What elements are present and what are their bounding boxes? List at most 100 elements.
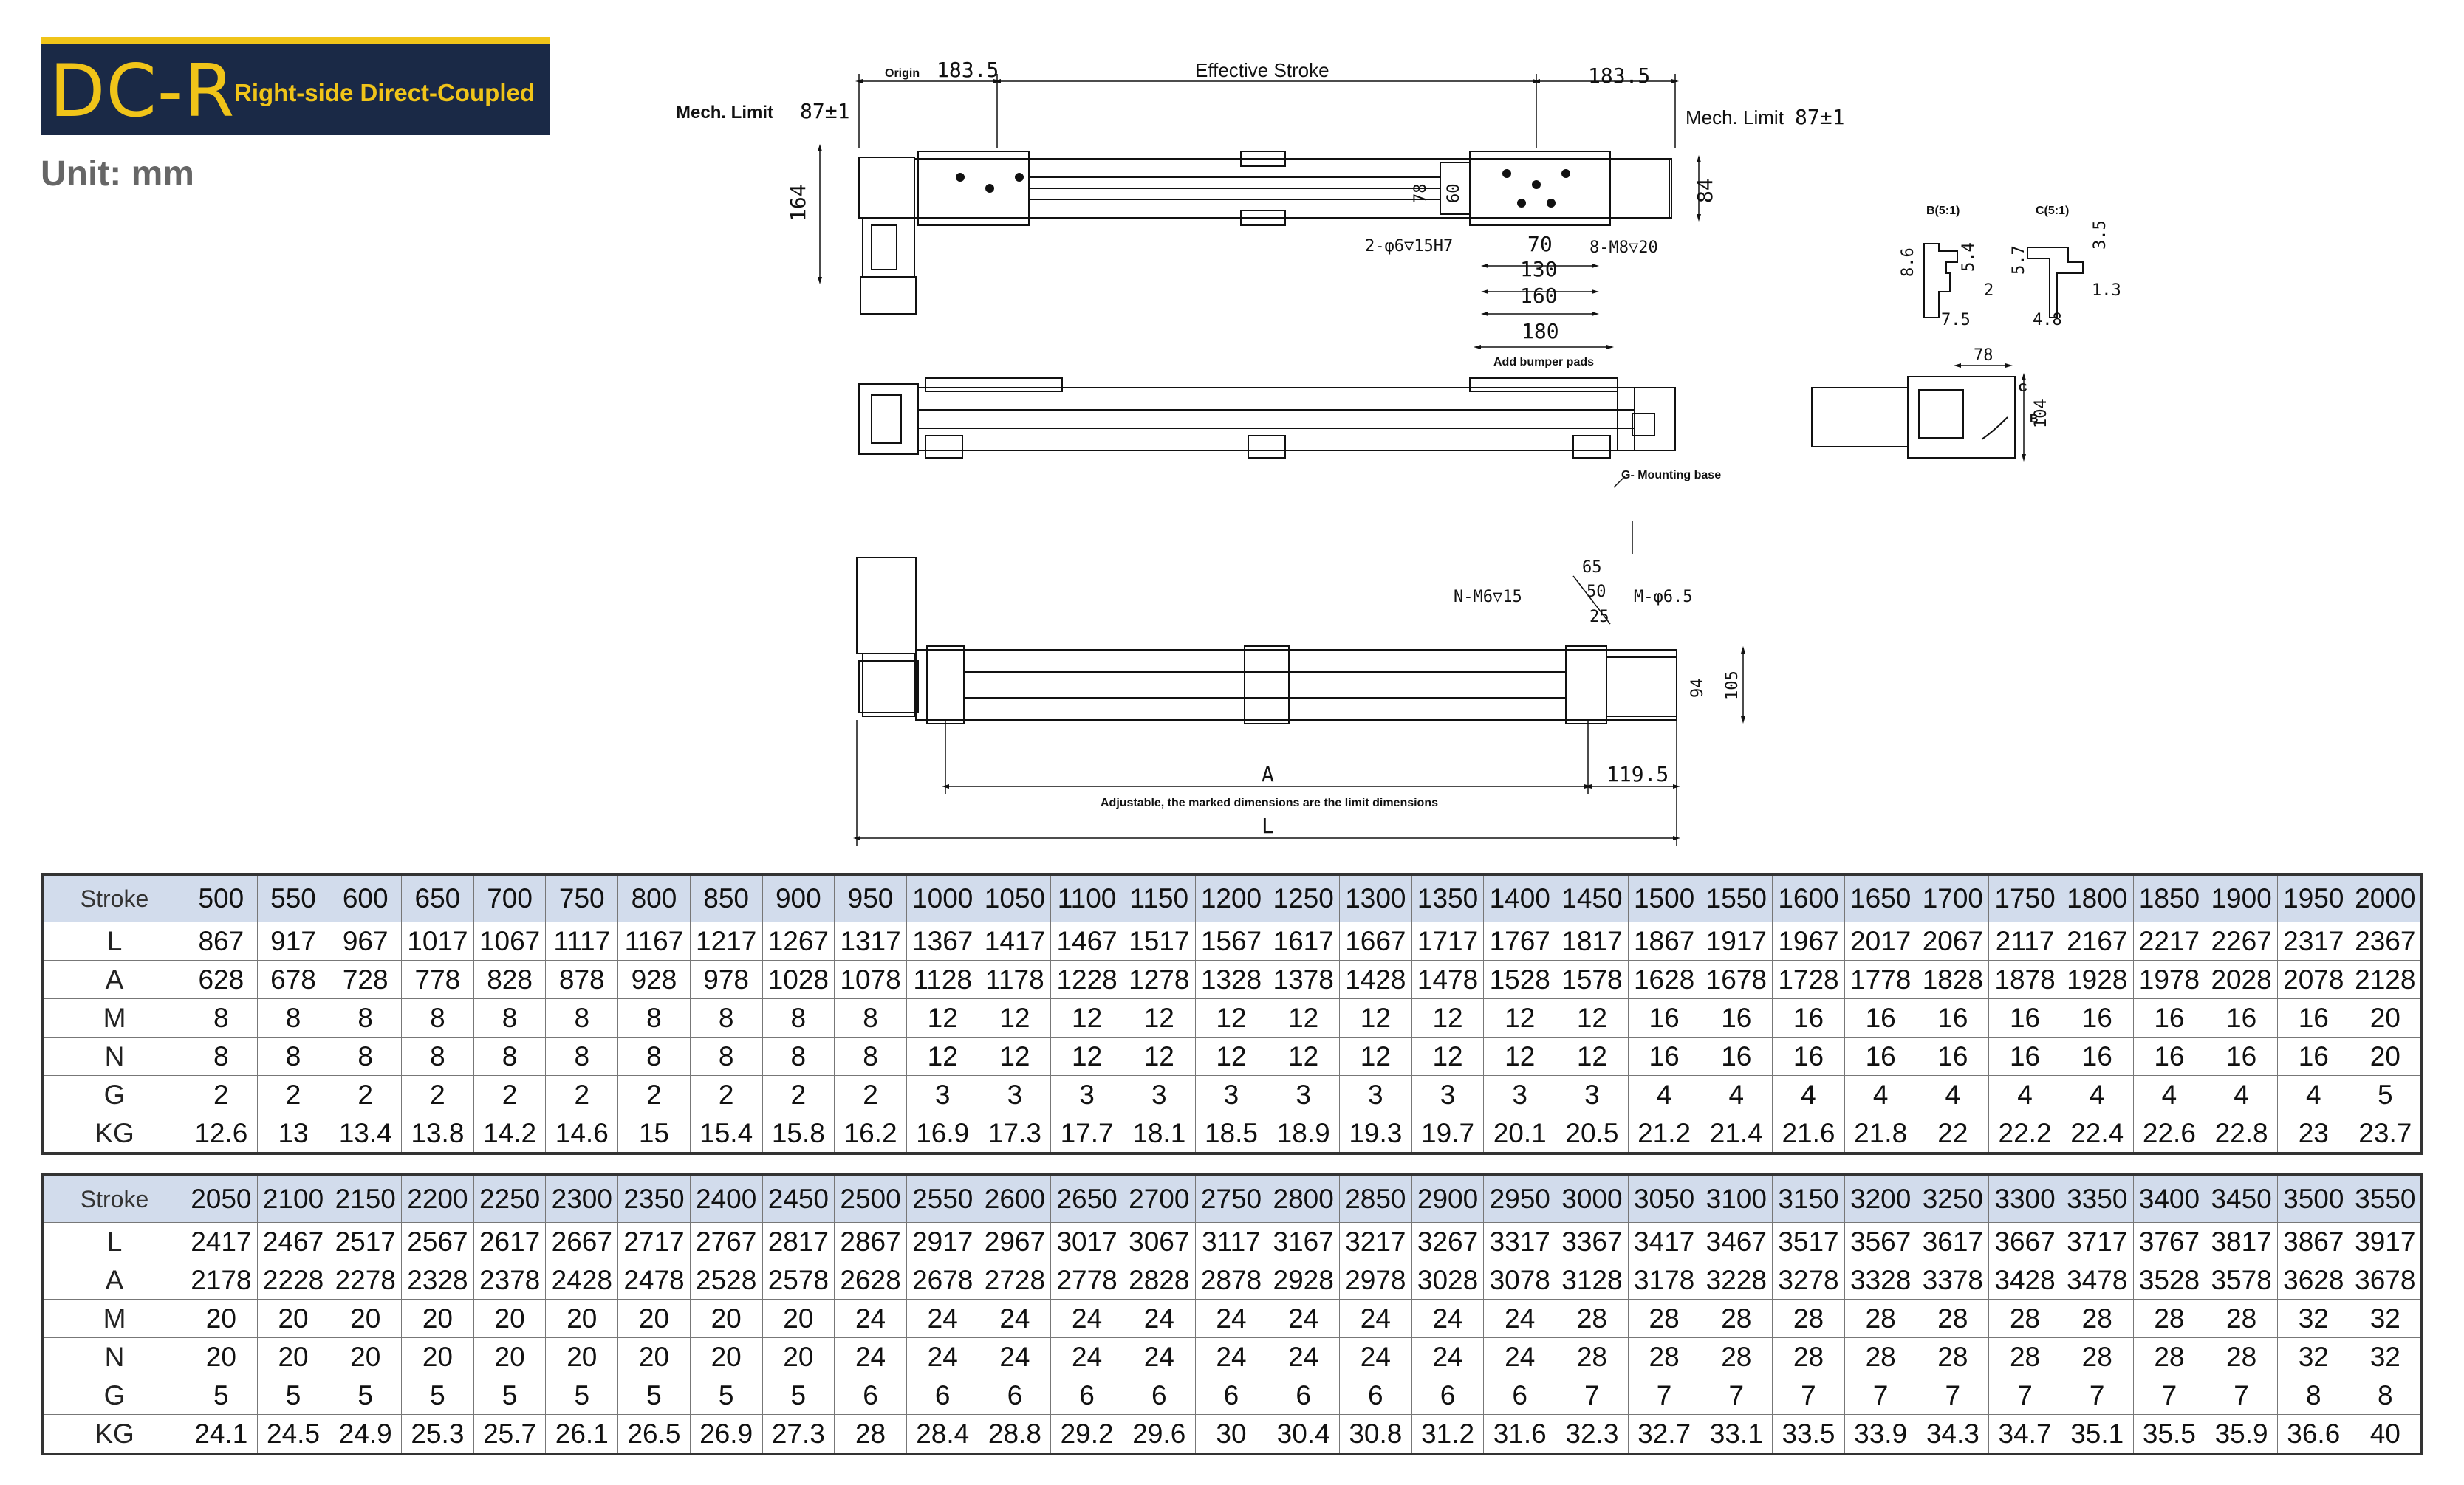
table-cell: 3 — [978, 1075, 1052, 1114]
table-cell: 20 — [762, 1299, 835, 1338]
table-cell: 1500 — [1627, 874, 1701, 922]
dim-e104: 104 — [2032, 399, 2050, 428]
table-cell: 3 — [1267, 1075, 1340, 1114]
table-cell: 3517 — [1772, 1222, 1845, 1261]
table-cell: 1878 — [1988, 960, 2061, 999]
table-cell: 2217 — [2132, 922, 2206, 961]
table-cell: 1367 — [906, 922, 979, 961]
table-cell: 3100 — [1700, 1174, 1773, 1223]
table-cell: 2478 — [617, 1261, 691, 1300]
table-cell: 17.3 — [978, 1114, 1052, 1154]
table-cell: 1117 — [545, 922, 619, 961]
table-cell: 19.7 — [1411, 1114, 1485, 1154]
table-cell: 16 — [2205, 1037, 2278, 1076]
dim-right-183: 183.5 — [1588, 64, 1650, 88]
table-cell: 2778 — [1050, 1261, 1123, 1300]
dim-105: 105 — [1723, 671, 1742, 700]
table-cell: 16 — [1916, 998, 1990, 1038]
table-cell: 12 — [1194, 1037, 1268, 1076]
table-cell: 28 — [1700, 1299, 1773, 1338]
table-cell: 2528 — [689, 1261, 763, 1300]
table-cell: 24.1 — [185, 1414, 258, 1455]
label-mech-limit-left: Mech. Limit — [676, 103, 773, 123]
dim-n-m6: N-M6▽15 — [1454, 588, 1522, 606]
table-cell: 20 — [689, 1299, 763, 1338]
table-cell: 1767 — [1483, 922, 1557, 961]
table-cell: 24.9 — [329, 1414, 403, 1455]
table-cell: 2367 — [2349, 922, 2423, 961]
table-cell: 3178 — [1627, 1261, 1701, 1300]
table-cell: 24 — [978, 1337, 1052, 1376]
table-cell: 8 — [762, 998, 835, 1038]
table-cell: 16 — [1844, 1037, 1917, 1076]
table-cell: 2050 — [185, 1174, 258, 1223]
table-cell: 20 — [256, 1299, 330, 1338]
table-cell: 8 — [834, 1037, 907, 1076]
table-cell: 3667 — [1988, 1222, 2061, 1261]
table-cell: 1667 — [1339, 922, 1412, 961]
table-cell: 878 — [545, 960, 619, 999]
table-cell: 3228 — [1700, 1261, 1773, 1300]
table-cell: 2700 — [1122, 1174, 1196, 1223]
table-cell: 2900 — [1411, 1174, 1485, 1223]
table-cell: 3 — [906, 1075, 979, 1114]
table-cell: 28.8 — [978, 1414, 1052, 1455]
table-cell: 28 — [1916, 1299, 1990, 1338]
table-cell: 24 — [1122, 1299, 1196, 1338]
dim-b-2: 2 — [1984, 281, 1994, 300]
table-cell: 2967 — [978, 1222, 1052, 1261]
table-cell: 3817 — [2205, 1222, 2278, 1261]
table-cell: 2828 — [1122, 1261, 1196, 1300]
table-cell: 750 — [545, 874, 619, 922]
table-cell: 3578 — [2205, 1261, 2278, 1300]
table-cell: 3867 — [2276, 1222, 2350, 1261]
table-cell: 33.5 — [1772, 1414, 1845, 1455]
table-cell: 2278 — [329, 1261, 403, 1300]
table-cell: 1050 — [978, 874, 1052, 922]
table-cell: 28 — [2060, 1299, 2134, 1338]
table-cell: 967 — [329, 922, 403, 961]
table-cell: 7 — [2132, 1376, 2206, 1415]
table-cell: 500 — [185, 874, 258, 922]
table-cell: 28 — [2205, 1337, 2278, 1376]
table-cell: 8 — [401, 998, 474, 1038]
row-label: L — [42, 922, 185, 961]
table-cell: 8 — [401, 1037, 474, 1076]
table-cell: 35.1 — [2060, 1414, 2134, 1455]
table-cell: 1800 — [2060, 874, 2134, 922]
table-cell: 4 — [1700, 1075, 1773, 1114]
label-add-bumper-pads: Add bumper pads — [1493, 356, 1594, 368]
table-cell: 8 — [689, 998, 763, 1038]
table-cell: 28 — [1988, 1299, 2061, 1338]
table-cell: 1017 — [401, 922, 474, 961]
row-label: G — [42, 1075, 185, 1114]
table-cell: 16 — [1916, 1037, 1990, 1076]
table-cell: 3550 — [2349, 1174, 2423, 1223]
dim-c-57: 5.7 — [2010, 245, 2028, 275]
table-cell: 650 — [401, 874, 474, 922]
table-cell: 24 — [1050, 1299, 1123, 1338]
table-cell: 1817 — [1556, 922, 1629, 961]
table-cell: 2 — [185, 1075, 258, 1114]
table-cell: 3150 — [1772, 1174, 1845, 1223]
row-label: N — [42, 1337, 185, 1376]
table-cell: 6 — [1122, 1376, 1196, 1415]
table-cell: 15.4 — [689, 1114, 763, 1154]
table-cell: 5 — [2349, 1075, 2423, 1114]
table-cell: 5 — [401, 1376, 474, 1415]
table-cell: 1428 — [1339, 960, 1412, 999]
table-cell: 6 — [906, 1376, 979, 1415]
table-cell: 2667 — [545, 1222, 619, 1261]
table-cell: 20 — [473, 1299, 547, 1338]
table-cell: 3678 — [2349, 1261, 2423, 1300]
table-cell: 24 — [1411, 1337, 1485, 1376]
table-cell: 2417 — [185, 1222, 258, 1261]
table-cell: 3017 — [1050, 1222, 1123, 1261]
table-cell: 28 — [1627, 1299, 1701, 1338]
table-cell: 700 — [473, 874, 547, 922]
table-cell: 28 — [1844, 1299, 1917, 1338]
